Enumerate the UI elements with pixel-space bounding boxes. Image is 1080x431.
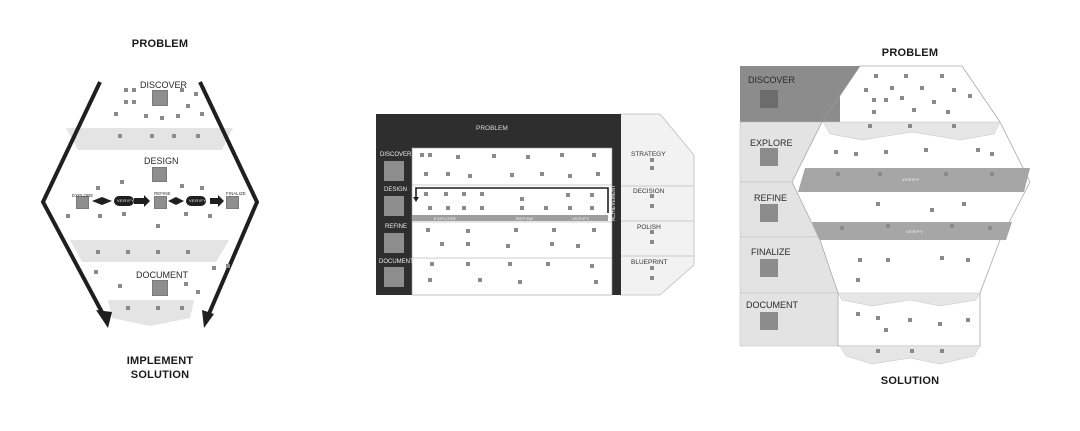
middle-row-design: DESIGN bbox=[384, 187, 408, 193]
explore-box bbox=[76, 196, 89, 209]
refine-box bbox=[154, 196, 167, 209]
right-stage-discover: DISCOVER bbox=[748, 75, 796, 85]
right-stage-document: DOCUMENT bbox=[746, 300, 798, 310]
left-top-label: PROBLEM bbox=[131, 38, 189, 50]
right-bottom-label: SOLUTION bbox=[880, 375, 940, 387]
middle-band-refine: REFINE bbox=[516, 216, 534, 221]
flow-verify-2-oval bbox=[186, 196, 206, 206]
middle-output-decision: DECISION bbox=[633, 188, 665, 195]
left-stage-discover: DISCOVER bbox=[140, 80, 188, 90]
middle-output-polish: POLISH bbox=[637, 224, 661, 231]
middle-row-document: DOCUMENT bbox=[379, 259, 414, 265]
middle-row-refine: REFINE bbox=[385, 224, 408, 230]
finalize-box bbox=[226, 196, 239, 209]
middle-band-explore: EXPLORE bbox=[434, 216, 457, 221]
discover-box bbox=[152, 90, 168, 106]
middle-title: PROBLEM bbox=[476, 125, 508, 132]
right-band-verify-2: VERIFY bbox=[906, 229, 924, 234]
flow-finalize: FINALIZE bbox=[226, 191, 246, 196]
right-stage-finalize: FINALIZE bbox=[751, 247, 791, 257]
left-stage-document: DOCUMENT bbox=[136, 270, 188, 280]
middle-output-blueprint: BLUEPRINT bbox=[631, 259, 668, 266]
left-stage-design: DESIGN bbox=[144, 156, 179, 166]
document-box bbox=[152, 280, 168, 296]
flow-refine: REFINE bbox=[154, 191, 171, 196]
middle-output-strategy: STRATEGY bbox=[631, 151, 666, 158]
design-box bbox=[152, 167, 167, 182]
flow-verify-1: VERIFY bbox=[117, 198, 135, 203]
flow-verify-2: VERIFY bbox=[189, 198, 207, 203]
left-bottom-label: IMPLEMENT SOLUTION bbox=[110, 354, 210, 382]
right-band-verify-1: VERIFY bbox=[902, 177, 920, 182]
right-stage-explore: EXPLORE bbox=[750, 138, 793, 148]
middle-row-discover: DISCOVER bbox=[380, 152, 412, 158]
flow-explore: EXPLORE bbox=[72, 193, 94, 198]
left-bottom-label-line1: IMPLEMENT bbox=[126, 355, 194, 367]
left-bottom-label-line2: SOLUTION bbox=[130, 369, 190, 381]
right-top-label: PROBLEM bbox=[881, 47, 939, 59]
flow-verify-1-oval bbox=[114, 196, 134, 206]
right-stage-refine: REFINE bbox=[754, 193, 788, 203]
middle-band-verify: VERIFY bbox=[572, 216, 590, 221]
